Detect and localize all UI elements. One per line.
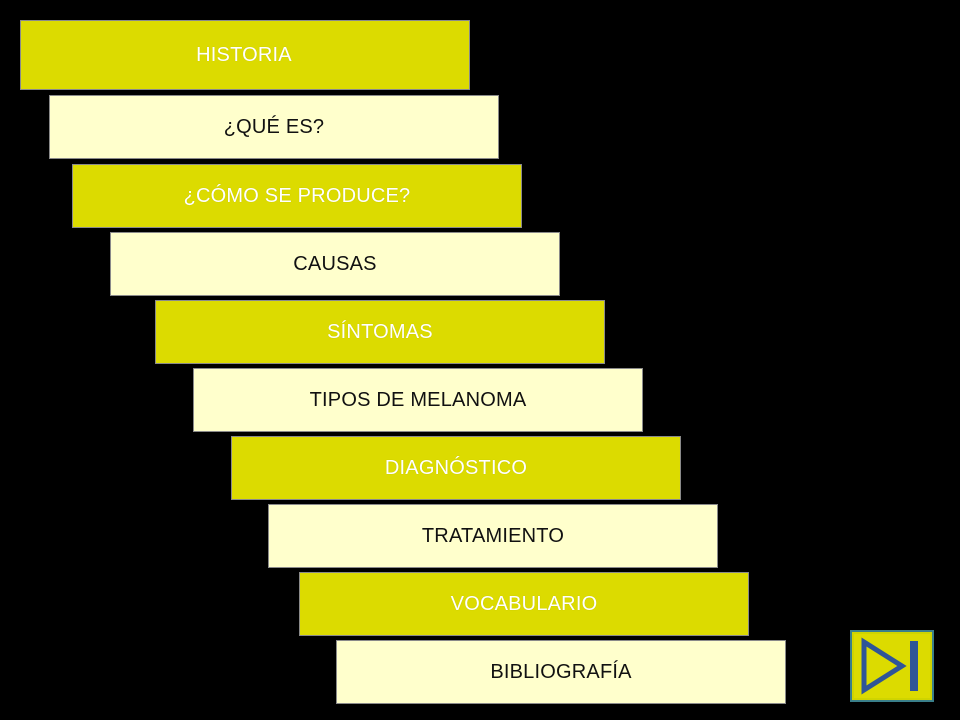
menu-item-label: BIBLIOGRAFÍA [490,660,632,683]
menu-item-label: TRATAMIENTO [421,524,565,547]
menu-item-label: TIPOS DE MELANOMA [309,388,527,411]
menu-item-que-es[interactable]: ¿QUÉ ES? [49,95,499,159]
menu-item-bibliografia[interactable]: BIBLIOGRAFÍA [336,640,786,704]
menu-item-label: CAUSAS [293,252,377,275]
menu-item-label: ¿CÓMO SE PRODUCE? [183,184,411,207]
menu-item-label: HISTORIA [196,43,292,66]
menu-item-label: ¿QUÉ ES? [223,115,325,138]
menu-item-label: VOCABULARIO [450,592,598,615]
menu-item-causas[interactable]: CAUSAS [110,232,560,296]
menu-item-tratamiento[interactable]: TRATAMIENTO [268,504,718,568]
menu-item-vocabulario[interactable]: VOCABULARIO [299,572,749,636]
menu-item-tipos-de-melanoma[interactable]: TIPOS DE MELANOMA [193,368,643,432]
menu-item-como-se-produce[interactable]: ¿CÓMO SE PRODUCE? [72,164,522,228]
menu-item-historia[interactable]: HISTORIA [20,20,470,90]
menu-item-diagnostico[interactable]: DIAGNÓSTICO [231,436,681,500]
end-button[interactable] [850,630,934,702]
menu-item-sintomas[interactable]: SÍNTOMAS [155,300,605,364]
menu-item-label: SÍNTOMAS [327,320,433,343]
end-arrow-icon [861,637,918,695]
menu-item-label: DIAGNÓSTICO [384,456,528,479]
